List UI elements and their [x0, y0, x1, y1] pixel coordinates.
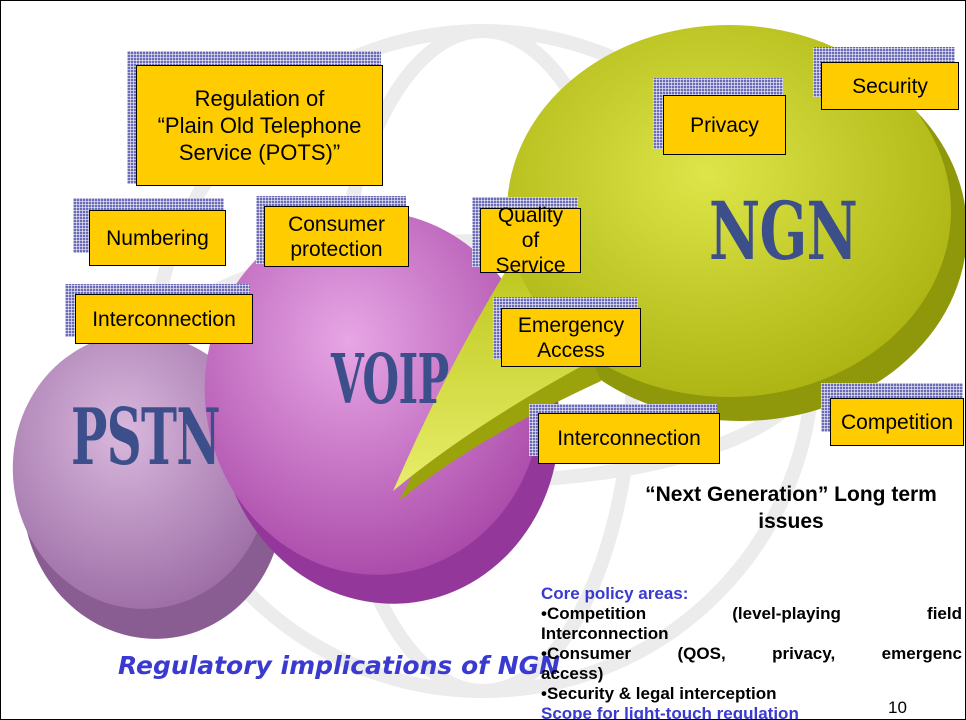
policy-word: (level-playing [732, 604, 841, 623]
consumer-protection-box: Consumer protection [264, 206, 409, 267]
competition-box: Competition [830, 398, 964, 446]
privacy-box: Privacy [663, 95, 786, 155]
voip-label: VOIP [331, 340, 449, 420]
regulation-pots-box: Regulation of “Plain Old Telephone Servi… [136, 65, 383, 186]
emergency-access-box: Emergency Access [501, 308, 641, 367]
security-box: Security [821, 62, 959, 110]
policy-bullet-competition-cont: Interconnection [541, 624, 669, 643]
policy-bullet-security: •Security & legal interception [541, 684, 777, 703]
policy-word: •Consumer [541, 644, 632, 663]
quality-of-service-box: Quality of Service [480, 204, 581, 277]
policy-word: field [927, 604, 962, 623]
policy-bullet-consumer: •Consumer (QOS, privacy, emergenc [541, 644, 962, 664]
ngn-label: NGN [709, 184, 858, 278]
policy-scope: Scope for light-touch regulation [541, 704, 799, 720]
policy-heading: Core policy areas: [541, 584, 689, 603]
policy-bullet-consumer-cont: access) [541, 664, 604, 683]
policy-areas: Core policy areas: •Competition (level-p… [541, 584, 962, 720]
policy-bullet-competition: •Competition (level-playing field [541, 604, 962, 624]
policy-word: •Competition [541, 604, 647, 623]
policy-word: (QOS, [677, 644, 726, 663]
issues-title: “Next Generation” Long term issues [645, 483, 937, 533]
policy-word: emergenc [881, 644, 962, 663]
interconnection-right-box: Interconnection [538, 413, 720, 464]
page-number: 10 [888, 698, 907, 717]
slide-caption: Regulatory implications of NGN [118, 651, 561, 680]
numbering-box: Numbering [89, 210, 226, 266]
policy-word: privacy, [772, 644, 836, 663]
interconnection-left-box: Interconnection [75, 294, 253, 344]
pstn-label: PSTN [71, 392, 221, 483]
